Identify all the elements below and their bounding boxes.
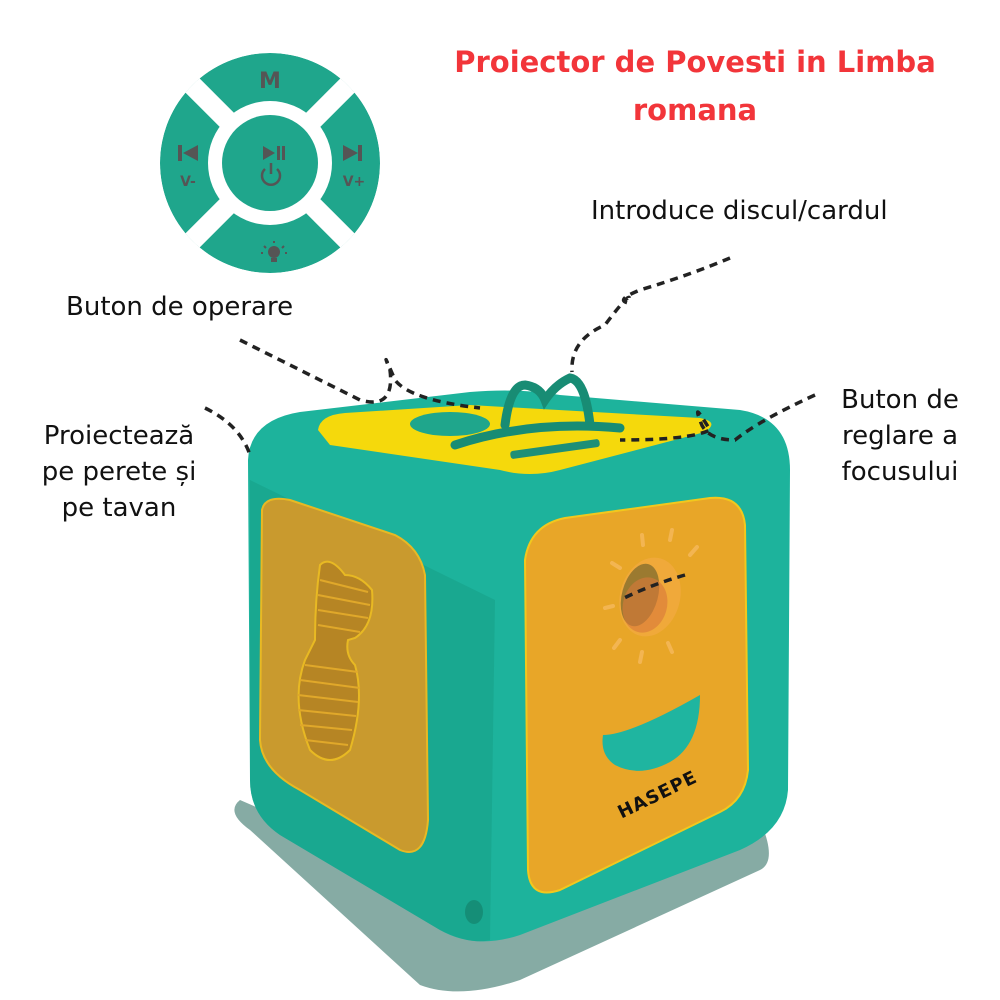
foot [465, 900, 483, 924]
play-pause-icon [263, 146, 285, 160]
power-icon [260, 163, 282, 186]
top-control-buttons [410, 412, 490, 436]
focus-label-line: focusului [841, 457, 959, 487]
control-pad-diagram: M V- V+ [160, 53, 380, 273]
light-bulb-icon [261, 241, 287, 262]
focus-label-line: reglare a [841, 421, 959, 451]
carry-handle [500, 373, 595, 430]
insert-disc-label: Introduce discul/cardul [591, 196, 888, 226]
disc-slot [510, 439, 600, 459]
mode-button-label: M [259, 69, 281, 94]
previous-track-icon [178, 145, 198, 161]
title-line-1: Proiector de Povesti in Limba [454, 45, 936, 79]
focus-label-line: Buton de [841, 385, 959, 415]
projection-label-line: pe tavan [61, 493, 177, 523]
speaker-grille [297, 560, 374, 761]
front-panel [523, 496, 750, 894]
title-line-2: romana [632, 93, 758, 127]
projection-label-line: Proiectează [43, 421, 195, 451]
next-track-icon [343, 145, 362, 161]
volume-up-label: V+ [343, 174, 366, 190]
volume-down-label: V- [180, 174, 196, 190]
smile-cutout [602, 695, 700, 771]
leader-lines [204, 256, 816, 602]
projection-lens [603, 528, 699, 664]
operation-button-label: Buton de operare [66, 292, 294, 322]
focus-button-label: Buton de reglare a focusului [820, 382, 980, 490]
page-title: Proiector de Povesti in Limba romana [415, 38, 975, 134]
projection-label: Proiectează pe perete și pe tavan [8, 418, 230, 526]
projection-label-line: pe perete și [41, 457, 197, 487]
